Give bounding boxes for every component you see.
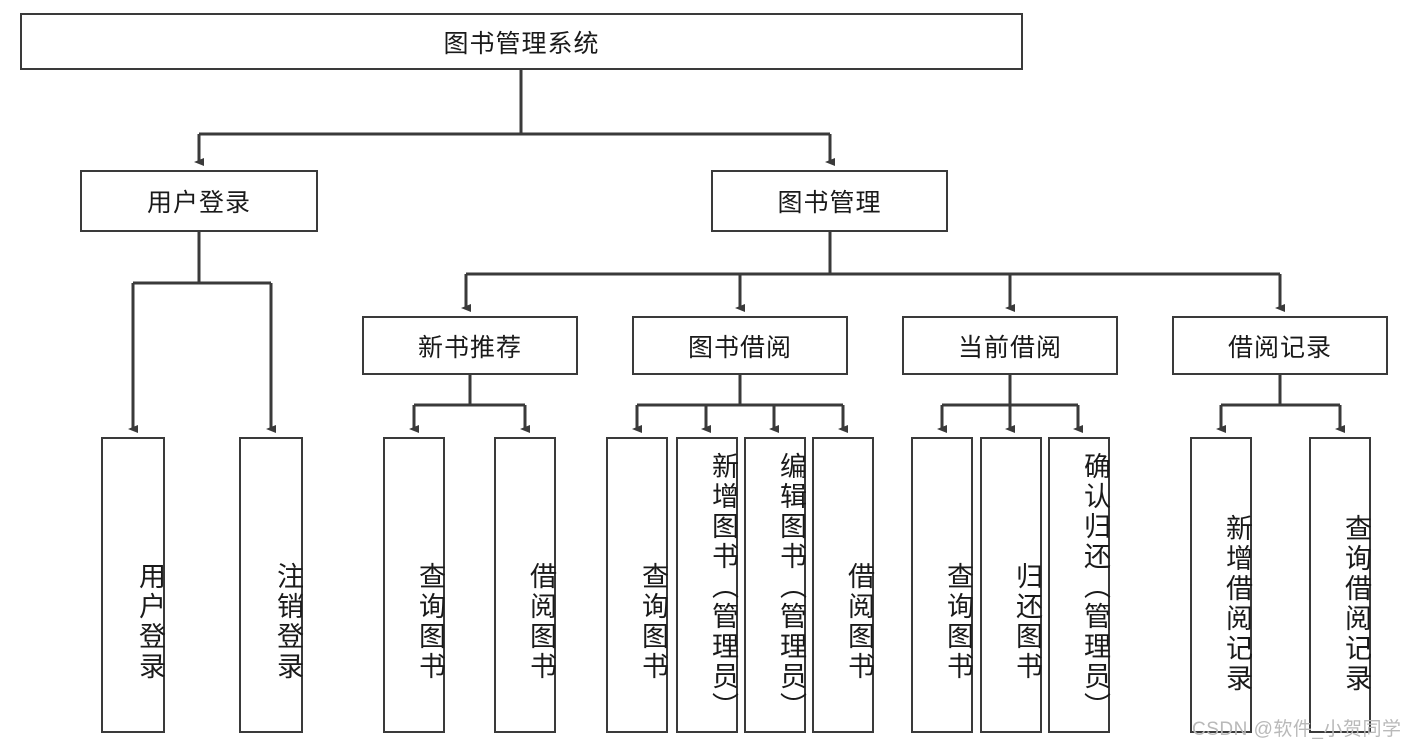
node-book-borrow[interactable]: 图书借阅: [632, 316, 848, 375]
node-book-manage-label: 图书管理: [777, 189, 882, 217]
node-leaf-confirm-return[interactable]: 确认归还（管理员）: [1048, 437, 1110, 733]
node-leaf-borrow-book-bb-label: 借阅图书: [844, 562, 874, 682]
node-current-borrow[interactable]: 当前借阅: [902, 316, 1118, 375]
node-leaf-edit-book-label: 编辑图书（管理员）: [776, 452, 806, 722]
node-borrow-record[interactable]: 借阅记录: [1172, 316, 1388, 375]
node-leaf-borrow-book-rec-label: 借阅图书: [526, 562, 556, 682]
node-leaf-query-book-cb-label: 查询图书: [943, 562, 973, 682]
node-leaf-return-book[interactable]: 归还图书: [980, 437, 1042, 733]
node-borrow-record-label: 借阅记录: [1227, 333, 1332, 362]
node-new-book-rec[interactable]: 新书推荐: [362, 316, 578, 375]
node-root-label: 图书管理系统: [443, 29, 600, 58]
node-root[interactable]: 图书管理系统: [20, 13, 1023, 70]
node-leaf-edit-book[interactable]: 编辑图书（管理员）: [744, 437, 806, 733]
node-leaf-add-record[interactable]: 新增借阅记录: [1190, 437, 1252, 733]
node-leaf-query-book-rec-label: 查询图书: [415, 562, 445, 682]
node-user-login[interactable]: 用户登录: [80, 170, 318, 232]
node-leaf-add-book[interactable]: 新增图书（管理员）: [676, 437, 738, 733]
csdn-watermark-text: CSDN @软件_小贺同学: [1192, 719, 1402, 740]
node-leaf-return-book-label: 归还图书: [1012, 562, 1042, 682]
node-leaf-query-record-label: 查询借阅记录: [1341, 514, 1371, 694]
node-leaf-query-book-rec[interactable]: 查询图书: [383, 437, 445, 733]
node-new-book-rec-label: 新书推荐: [417, 333, 522, 362]
node-leaf-borrow-book-rec[interactable]: 借阅图书: [494, 437, 556, 733]
node-leaf-logout-label: 注销登录: [273, 562, 303, 682]
node-leaf-query-book-bb[interactable]: 查询图书: [606, 437, 668, 733]
csdn-watermark: CSDN @软件_小贺同学: [1192, 714, 1401, 741]
node-leaf-add-book-label: 新增图书（管理员）: [708, 452, 738, 722]
node-leaf-user-login[interactable]: 用户登录: [101, 437, 165, 733]
node-leaf-user-login-label: 用户登录: [135, 562, 165, 682]
node-leaf-query-record[interactable]: 查询借阅记录: [1309, 437, 1371, 733]
node-user-login-label: 用户登录: [146, 189, 251, 217]
node-leaf-borrow-book-bb[interactable]: 借阅图书: [812, 437, 874, 733]
node-leaf-logout[interactable]: 注销登录: [239, 437, 303, 733]
node-current-borrow-label: 当前借阅: [957, 333, 1062, 362]
node-leaf-add-record-label: 新增借阅记录: [1222, 514, 1252, 694]
node-leaf-query-book-cb[interactable]: 查询图书: [911, 437, 973, 733]
node-book-borrow-label: 图书借阅: [687, 333, 792, 362]
node-leaf-query-book-bb-label: 查询图书: [638, 562, 668, 682]
node-book-manage[interactable]: 图书管理: [711, 170, 948, 232]
node-leaf-confirm-return-label: 确认归还（管理员）: [1080, 452, 1110, 722]
